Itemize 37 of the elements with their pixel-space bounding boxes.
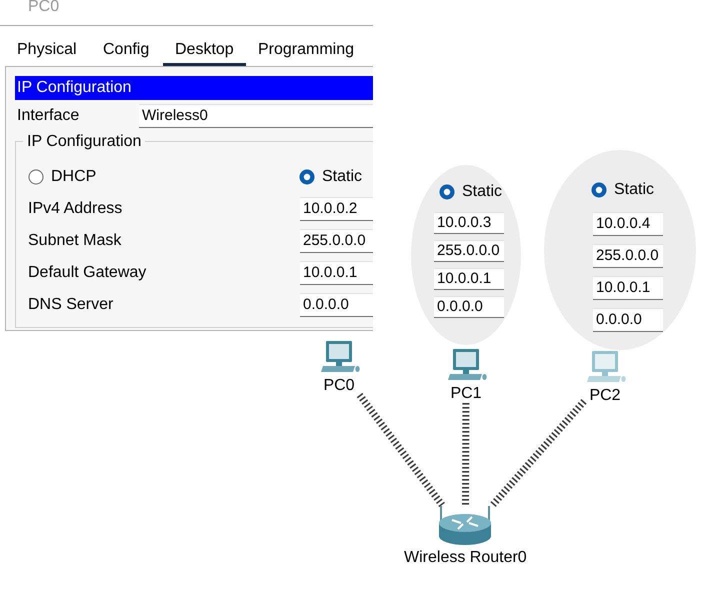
input-field: Wireless0 bbox=[139, 104, 373, 128]
section-header-bar: IP Configuration bbox=[15, 76, 373, 100]
input-field: 10.0.0.1 bbox=[434, 268, 504, 290]
device-label: PC0 bbox=[323, 376, 355, 395]
group-title: IP Configuration bbox=[23, 132, 146, 152]
input-field: 10.0.0.4 bbox=[593, 212, 663, 236]
option-label: DHCP bbox=[51, 168, 96, 186]
input-field: 0.0.0.0 bbox=[300, 293, 373, 317]
input-field: 0.0.0.0 bbox=[593, 308, 663, 332]
field-label: Interface bbox=[17, 106, 80, 126]
field-label: Subnet Mask bbox=[28, 231, 122, 251]
input-field: 10.0.0.2 bbox=[300, 197, 373, 221]
tab-label: Config bbox=[103, 40, 150, 60]
input-field: 255.0.0.0 bbox=[300, 229, 373, 253]
option-label: Static bbox=[322, 168, 362, 186]
wireless-link bbox=[490, 398, 587, 508]
input-field: 10.0.0.1 bbox=[300, 261, 373, 285]
window-title: PC0 bbox=[28, 0, 60, 16]
device-label: Wireless Router0 bbox=[404, 548, 527, 567]
field-label: DNS Server bbox=[28, 295, 114, 315]
wireless-link bbox=[462, 402, 470, 506]
option-label: Static bbox=[614, 181, 654, 199]
wireless-link bbox=[356, 392, 445, 508]
field-label: IPv4 Address bbox=[28, 199, 122, 219]
field-label: Default Gateway bbox=[28, 263, 146, 283]
active-tab: Desktop bbox=[163, 36, 246, 66]
input-field: 10.0.0.3 bbox=[434, 212, 504, 234]
device-label: PC1 bbox=[450, 384, 482, 403]
dialog-window bbox=[0, 0, 373, 333]
input-field: 10.0.0.1 bbox=[593, 276, 663, 300]
option-label: Static bbox=[462, 183, 502, 201]
tab-label: Programming bbox=[258, 40, 354, 60]
device-label: PC2 bbox=[589, 386, 621, 405]
input-field: 255.0.0.0 bbox=[593, 244, 663, 268]
input-field: 255.0.0.0 bbox=[434, 240, 504, 262]
tab-label: Physical bbox=[17, 40, 77, 60]
input-field: 0.0.0.0 bbox=[434, 296, 504, 318]
